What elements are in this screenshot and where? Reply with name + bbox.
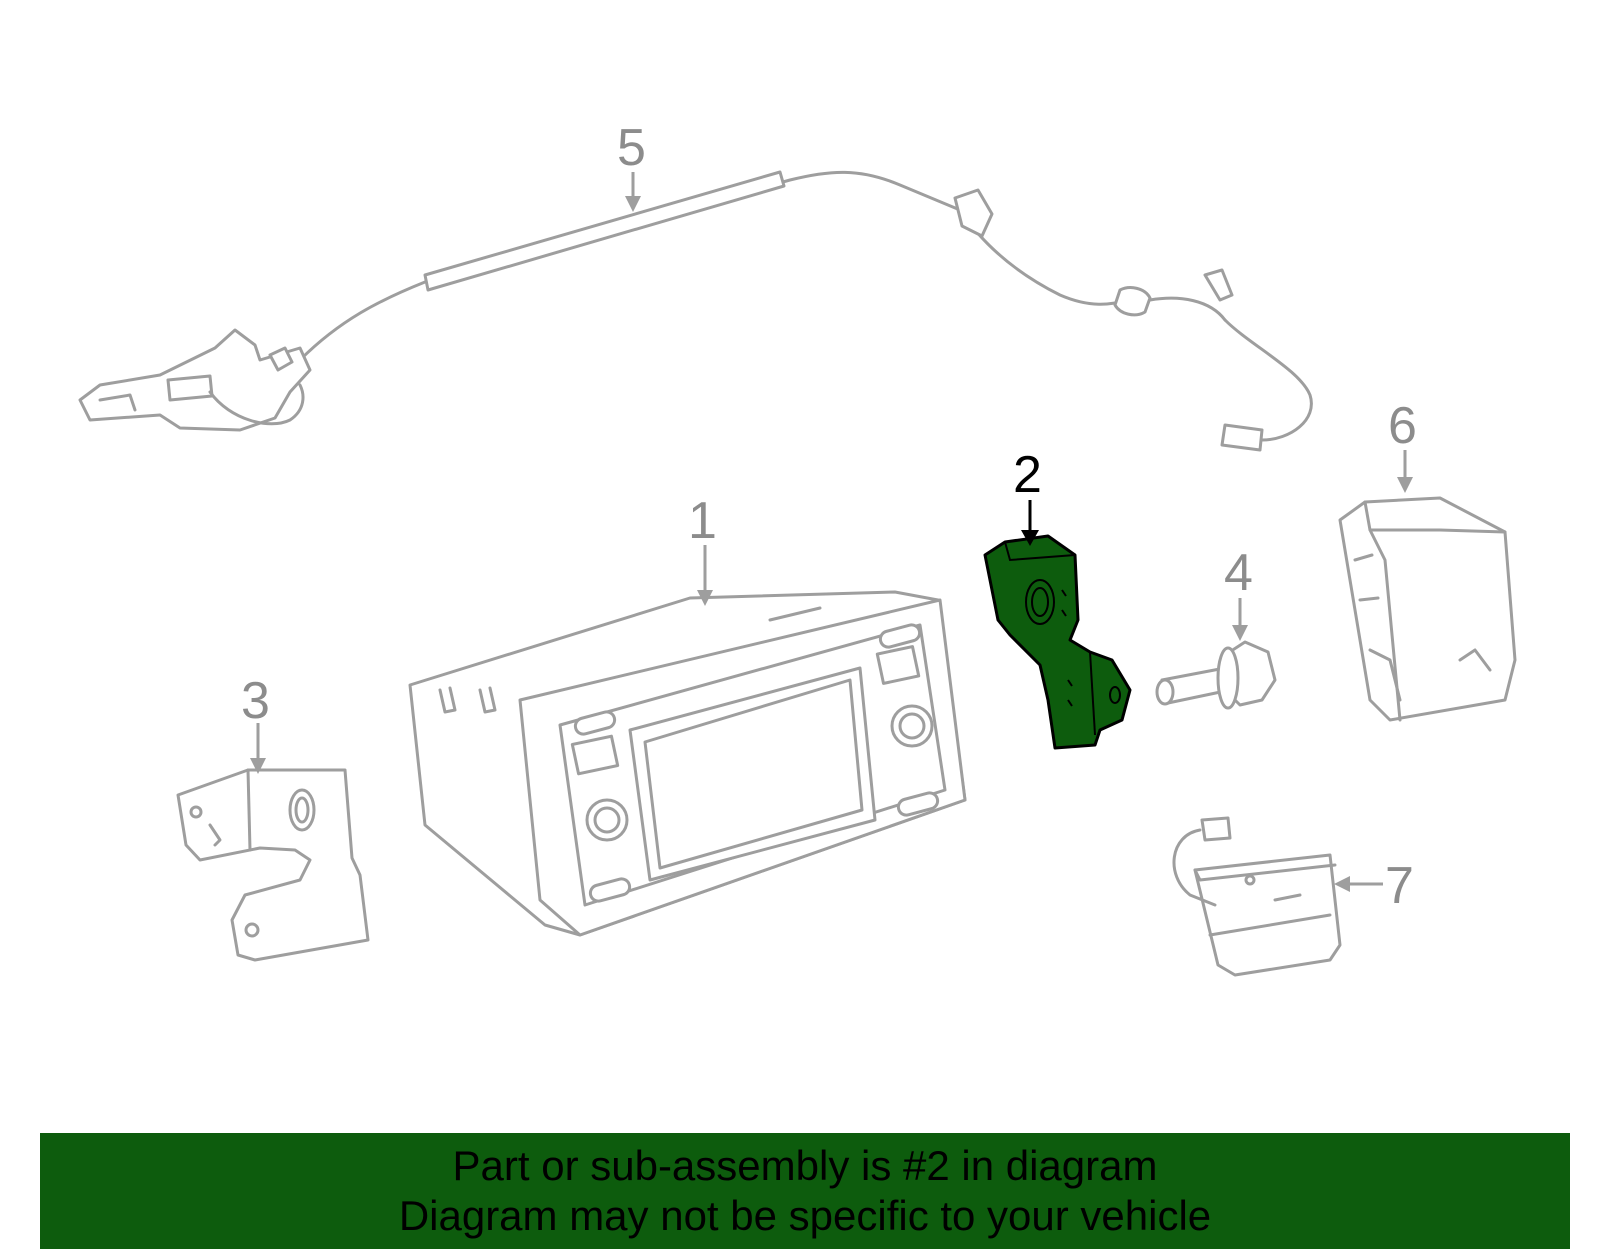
part-6-control-module[interactable]	[1338, 496, 1517, 722]
callout-4: 4	[1224, 544, 1253, 602]
part-5-cable-assembly[interactable]	[78, 170, 1313, 452]
part-3-bracket[interactable]	[176, 768, 370, 962]
banner-line-2: Diagram may not be specific to your vehi…	[398, 1192, 1212, 1239]
part-2-highlighted-bracket[interactable]	[983, 534, 1132, 750]
callout-numbers: 1 2 3 4 5 6 7	[241, 119, 1417, 915]
part-4-bolt[interactable]	[1155, 640, 1277, 710]
callout-5: 5	[617, 119, 646, 177]
callout-3: 3	[241, 672, 270, 730]
part-7-sensor-module[interactable]	[1172, 816, 1342, 977]
banner-line-1: Part or sub-assembly is #2 in diagram	[452, 1142, 1158, 1189]
part-1-display-unit[interactable]	[408, 590, 967, 937]
callout-2: 2	[1013, 446, 1042, 504]
callout-1: 1	[688, 492, 717, 550]
callout-7: 7	[1385, 857, 1414, 915]
info-banner: Part or sub-assembly is #2 in diagram Di…	[40, 1133, 1570, 1249]
callout-6: 6	[1388, 397, 1417, 455]
callout-leaders	[250, 172, 1413, 892]
